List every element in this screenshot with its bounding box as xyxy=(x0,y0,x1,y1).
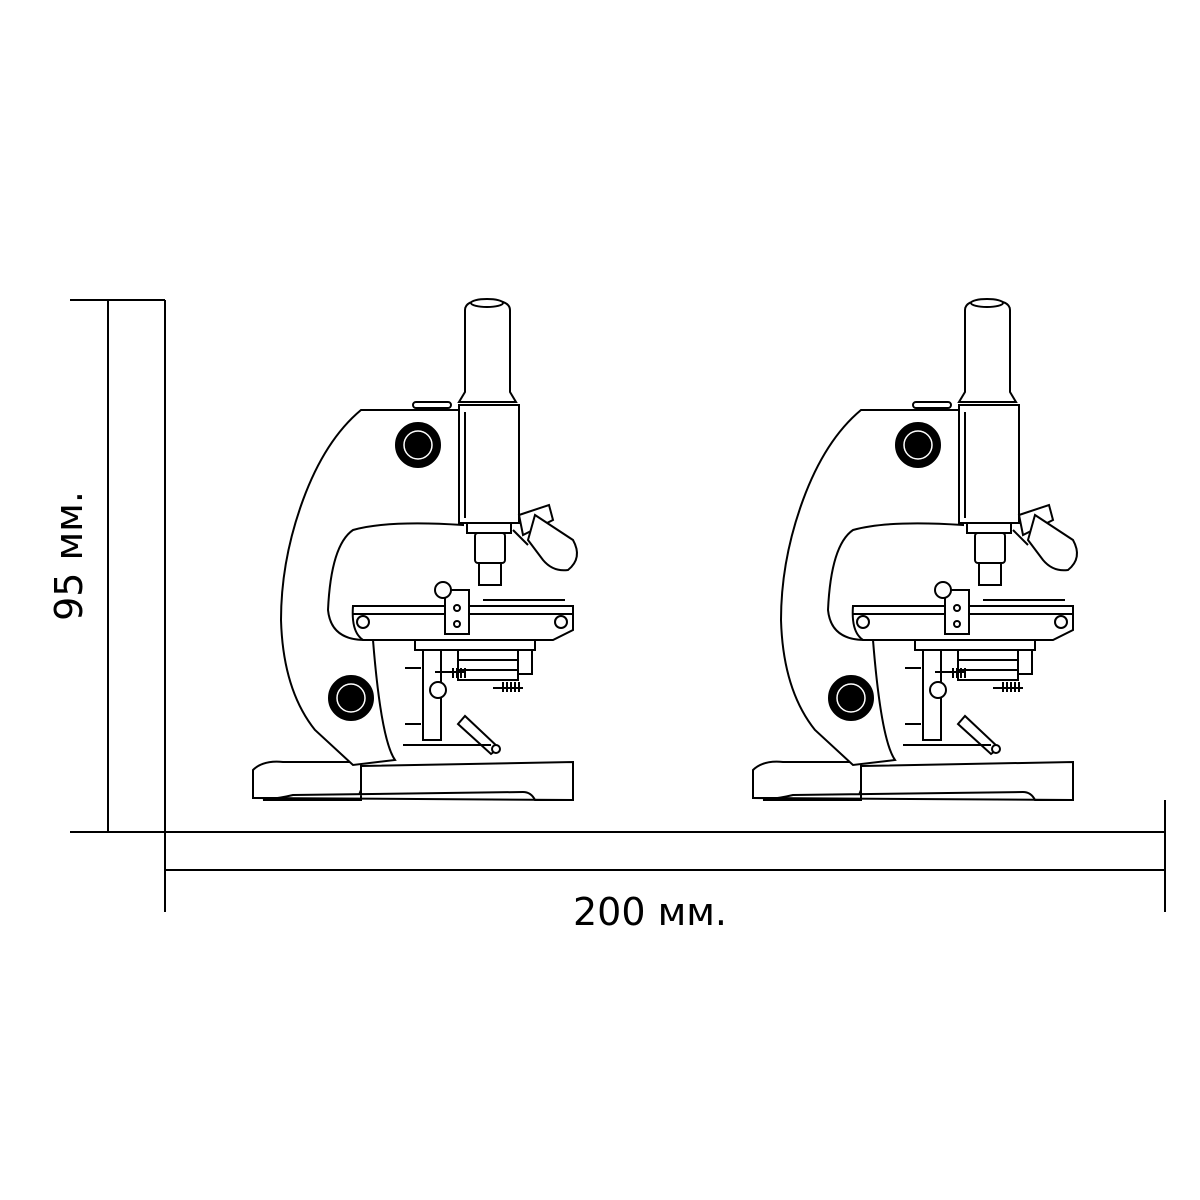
microscope-left xyxy=(252,298,578,801)
microscope-right xyxy=(752,298,1078,801)
height-dimension xyxy=(70,299,166,833)
width-label: 200 мм. xyxy=(573,890,727,934)
width-dimension xyxy=(164,800,1166,912)
height-label: 95 мм. xyxy=(47,491,91,621)
